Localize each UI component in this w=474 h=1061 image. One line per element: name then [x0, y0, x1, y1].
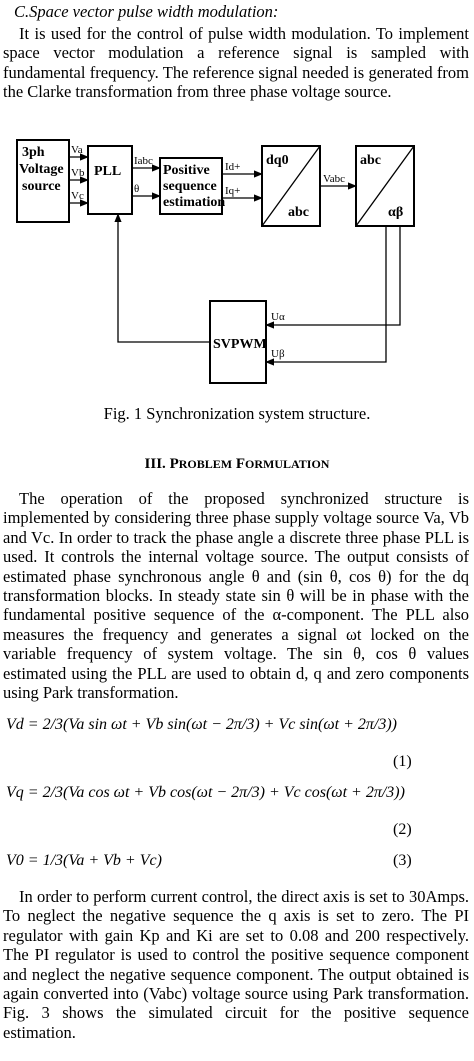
id-label: Id+ — [225, 161, 240, 173]
ubeta-label: Uβ — [271, 348, 285, 360]
source-label-2: Voltage — [19, 162, 64, 177]
section-heading: III. PROBLEM FORMULATION — [0, 456, 474, 473]
svpwm-label: SVPWM — [213, 337, 267, 352]
iq-label: Iq+ — [225, 185, 240, 197]
intro-paragraph: It is used for the control of pulse widt… — [3, 24, 469, 102]
abc-diagonal — [355, 145, 415, 227]
figure-caption: Fig. 1 Synchronization system structure. — [103, 404, 371, 423]
section-number: III. — [144, 456, 166, 472]
abc-label: abc — [360, 153, 381, 168]
positive-label-1: Positive — [163, 163, 210, 178]
equation-2: Vq = 2/3(Va cos ωt + Vb cos(ωt − 2π/3) +… — [6, 784, 405, 801]
dq0-label: dq0 — [266, 153, 289, 168]
equation-1-number: (1) — [393, 753, 412, 770]
dq0-abc-label: abc — [288, 205, 309, 220]
positive-sequence-block — [159, 157, 223, 215]
equation-1: Vd = 2/3(Va sin ωt + Vb sin(ωt − 2π/3) +… — [6, 716, 397, 733]
body-paragraph-1: The operation of the proposed synchroniz… — [3, 489, 469, 702]
body-paragraph-2: In order to perform current control, the… — [3, 887, 469, 1042]
source-label-3: source — [22, 179, 61, 194]
ubeta-arrow — [265, 226, 387, 366]
pll-block — [87, 145, 133, 215]
iabc-label: Iabc — [134, 155, 153, 167]
ualpha-arrow — [265, 226, 401, 329]
positive-label-3: estimation — [163, 195, 225, 210]
intro-text: It is used for the control of pulse widt… — [3, 24, 469, 102]
equation-2-number: (2) — [393, 821, 412, 838]
dq0-diagonal — [261, 145, 321, 227]
equation-3: V0 = 1/3(Va + Vb + Vc) — [6, 852, 162, 869]
synchronization-diagram: 3ph Voltage source PLL Positive sequence… — [16, 139, 415, 384]
vabc-label: Vabc — [323, 173, 345, 185]
source-block — [16, 139, 70, 223]
paragraph-text-1: The operation of the proposed synchroniz… — [3, 489, 469, 703]
positive-label-2: sequence — [163, 179, 217, 194]
theta-label: θ — [134, 183, 139, 195]
ualpha-label: Uα — [271, 311, 285, 323]
paragraph-text-2: In order to perform current control, the… — [3, 887, 469, 1042]
alphabeta-label: αβ — [388, 205, 403, 220]
pll-label: PLL — [94, 164, 121, 179]
subsection-heading: C.Space vector pulse width modulation: — [14, 2, 279, 21]
source-label-1: 3ph — [22, 145, 45, 160]
section-word-2: FORMULATION — [235, 456, 330, 472]
vb-label: Vb — [71, 167, 85, 179]
section-word-1: PROBLEM — [169, 456, 233, 472]
vc-label: Vc — [71, 190, 84, 202]
va-label: Va — [71, 144, 83, 156]
feedback-arrow — [114, 213, 210, 343]
equation-3-number: (3) — [393, 852, 412, 869]
